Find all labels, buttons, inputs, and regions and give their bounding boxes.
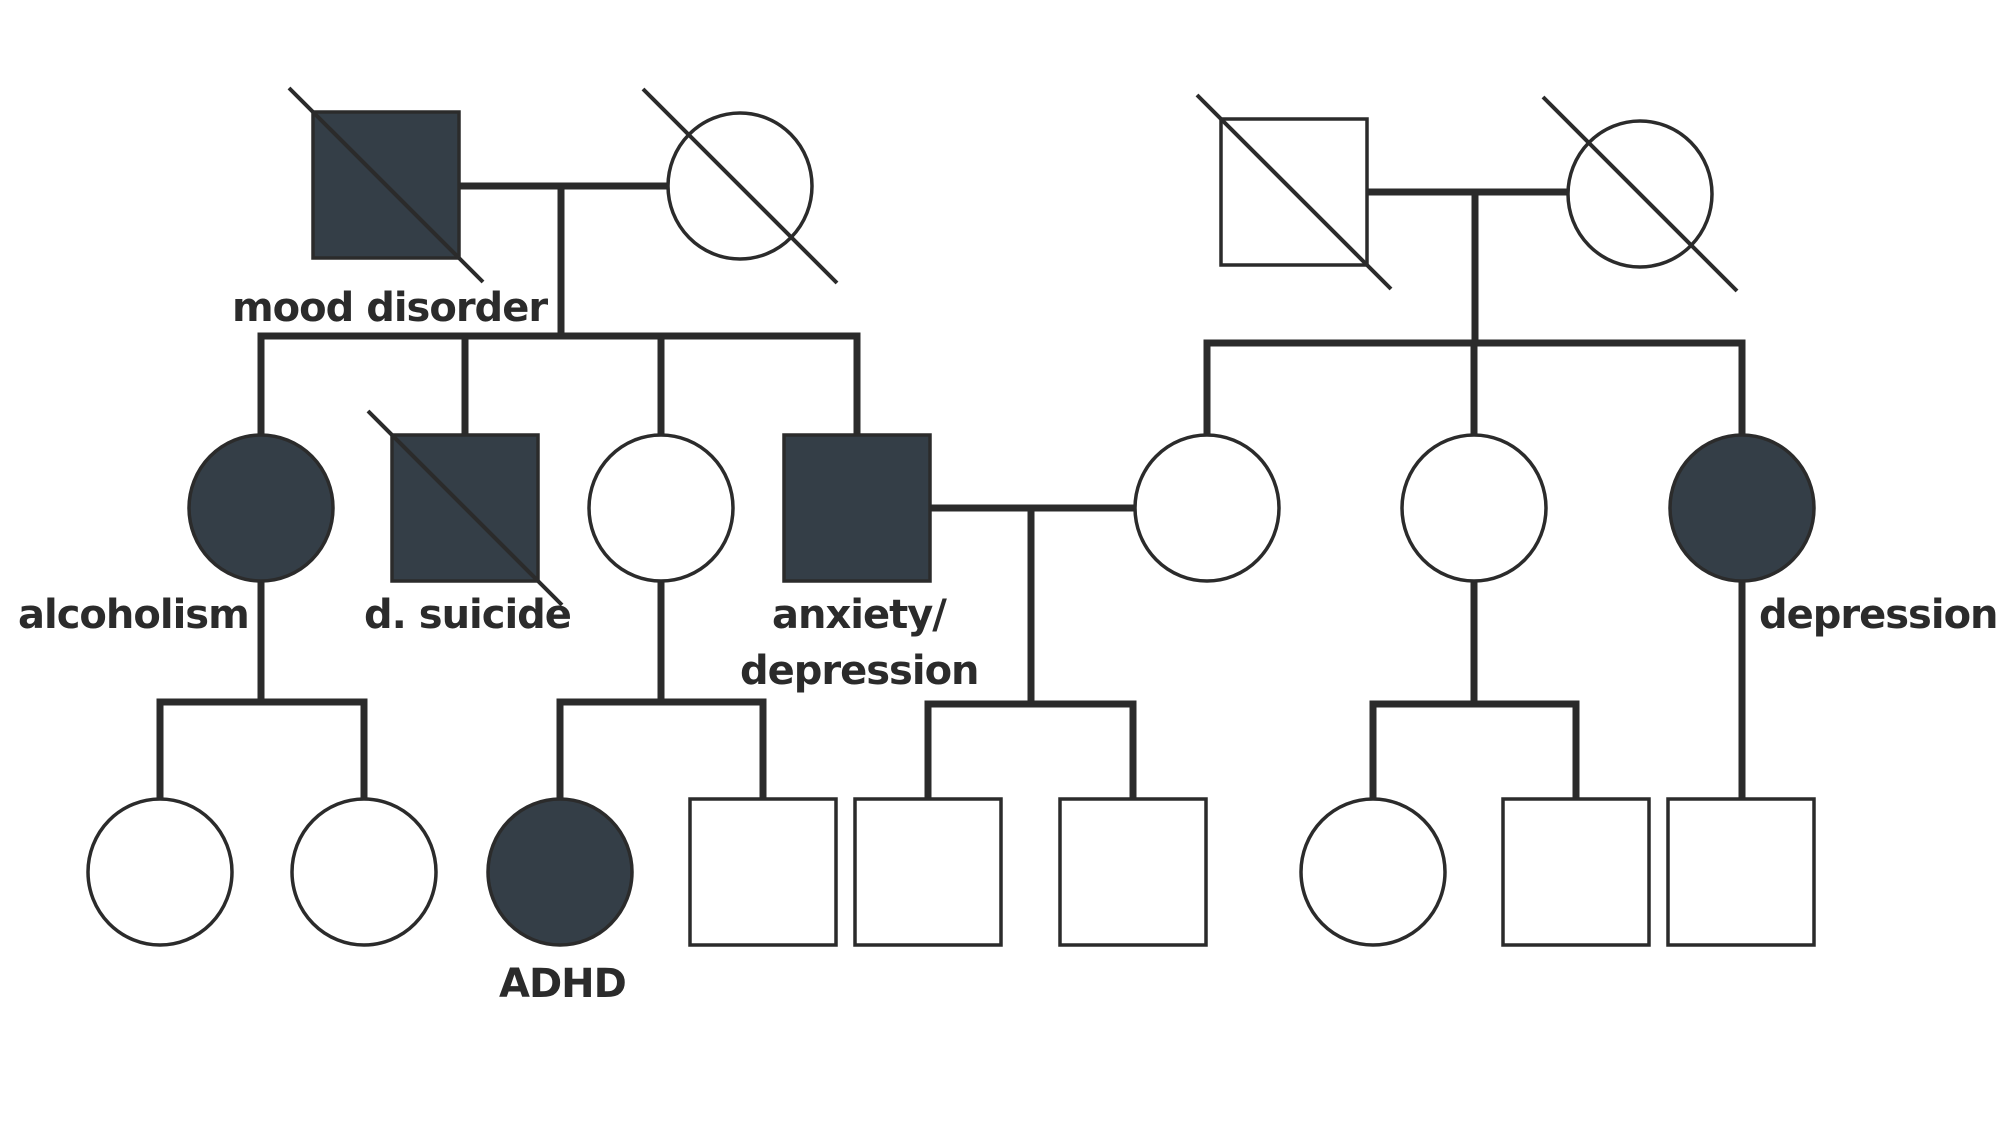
female-circle (1299, 797, 1447, 947)
label-suicide: d. suicide (364, 592, 571, 638)
individual-iii-4 (688, 797, 838, 947)
male-square (1058, 797, 1208, 947)
deceased-slash (1541, 95, 1739, 293)
label-anxiety-depression: depression (740, 648, 979, 694)
deceased-slash (1195, 93, 1393, 291)
label-anxiety: anxiety/ (772, 592, 947, 638)
individual-i-1 (287, 86, 485, 284)
deceased-slash (641, 87, 839, 285)
individual-iii-1 (86, 797, 234, 947)
female-circle (1400, 433, 1548, 583)
individual-ii-7 (1668, 433, 1816, 583)
individuals (86, 86, 1816, 947)
connector-lines (156, 182, 1746, 803)
female-circle (1133, 433, 1281, 583)
individual-ii-5 (1133, 433, 1281, 583)
individual-ii-2 (366, 409, 564, 607)
male-square (1501, 797, 1651, 947)
female-circle (290, 797, 438, 947)
individual-iii-9 (1666, 797, 1816, 947)
individual-i-3 (1195, 93, 1393, 291)
label-mood-disorder: mood disorder (232, 285, 548, 331)
individual-iii-5 (853, 797, 1003, 947)
affected-female-circle (486, 797, 634, 947)
condition-labels: mood disorder alcoholism d. suicide anxi… (18, 285, 1999, 1007)
affected-male-square (782, 433, 932, 583)
individual-iii-8 (1501, 797, 1651, 947)
female-circle (587, 433, 735, 583)
label-depression: depression (1759, 592, 1998, 638)
individual-ii-1 (187, 433, 335, 583)
label-alcoholism: alcoholism (18, 592, 249, 638)
individual-iii-7 (1299, 797, 1447, 947)
individual-iii-6 (1058, 797, 1208, 947)
individual-i-4 (1541, 95, 1739, 293)
individual-ii-6 (1400, 433, 1548, 583)
affected-female-circle (1668, 433, 1816, 583)
deceased-slash (366, 409, 564, 607)
individual-i-2 (641, 87, 839, 285)
individual-iii-3 (486, 797, 634, 947)
individual-iii-2 (290, 797, 438, 947)
deceased-slash (287, 86, 485, 284)
individual-ii-4 (782, 433, 932, 583)
male-square (688, 797, 838, 947)
male-square (1666, 797, 1816, 947)
label-adhd: ADHD (499, 961, 626, 1007)
male-square (853, 797, 1003, 947)
female-circle (86, 797, 234, 947)
individual-ii-3 (587, 433, 735, 583)
affected-female-circle (187, 433, 335, 583)
